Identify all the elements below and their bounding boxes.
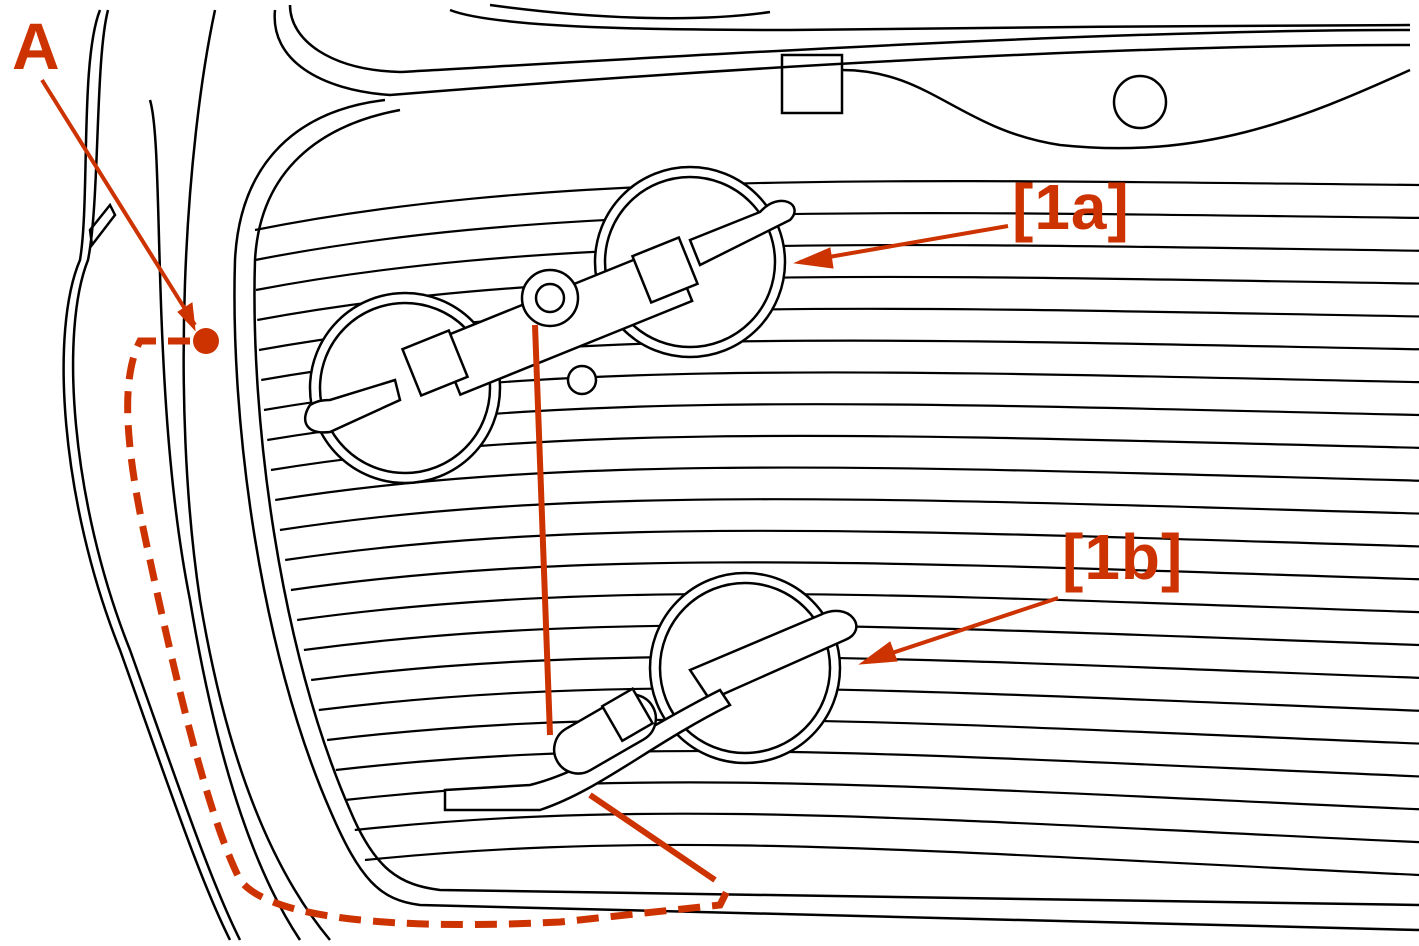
defroster-line	[318, 687, 1419, 712]
defroster-line	[354, 812, 1419, 844]
suction-lever	[688, 199, 796, 267]
pointer-arrow-1b	[864, 596, 1059, 664]
roof-line	[489, 3, 771, 20]
defroster-line	[290, 561, 1419, 592]
pillar-line	[148, 99, 302, 941]
label-1a: [1a]	[1012, 171, 1130, 243]
pointer-arrow-1a	[799, 224, 1009, 264]
defroster-line	[364, 843, 1419, 877]
roof-line	[288, 4, 1411, 74]
roof-line	[273, 9, 1411, 97]
pillar-line	[62, 9, 232, 941]
pillar-line	[88, 202, 117, 249]
defroster-line	[303, 624, 1419, 652]
measuring-cord	[532, 324, 553, 736]
suction-tool-1a	[304, 165, 796, 485]
measuring-cord	[588, 792, 717, 883]
defroster-line	[255, 243, 1419, 292]
glass-outline	[233, 98, 1419, 932]
suction-lever	[688, 609, 858, 702]
spoiler-line	[841, 68, 1411, 150]
pointer-arrow-a	[40, 78, 197, 327]
third-brake-light	[1112, 74, 1168, 130]
roof-line	[449, 8, 1411, 32]
suction-tool-1b	[443, 571, 858, 812]
defroster-line	[255, 212, 1419, 262]
defroster-line	[335, 749, 1419, 778]
glass-outline	[253, 108, 1419, 907]
label-a: A	[12, 9, 60, 83]
defroster-line	[285, 529, 1419, 562]
pillar-line	[71, 9, 242, 941]
suction-lever	[304, 378, 402, 434]
label-1b: [1b]	[1062, 521, 1184, 593]
defroster-line	[279, 498, 1419, 532]
marker-dot	[193, 328, 219, 354]
defroster-line	[297, 592, 1419, 622]
latch-block	[780, 53, 844, 115]
defroster-line	[254, 180, 1419, 232]
dashed-path	[124, 337, 734, 929]
defroster-line	[326, 718, 1419, 745]
pillar-line	[182, 9, 331, 941]
